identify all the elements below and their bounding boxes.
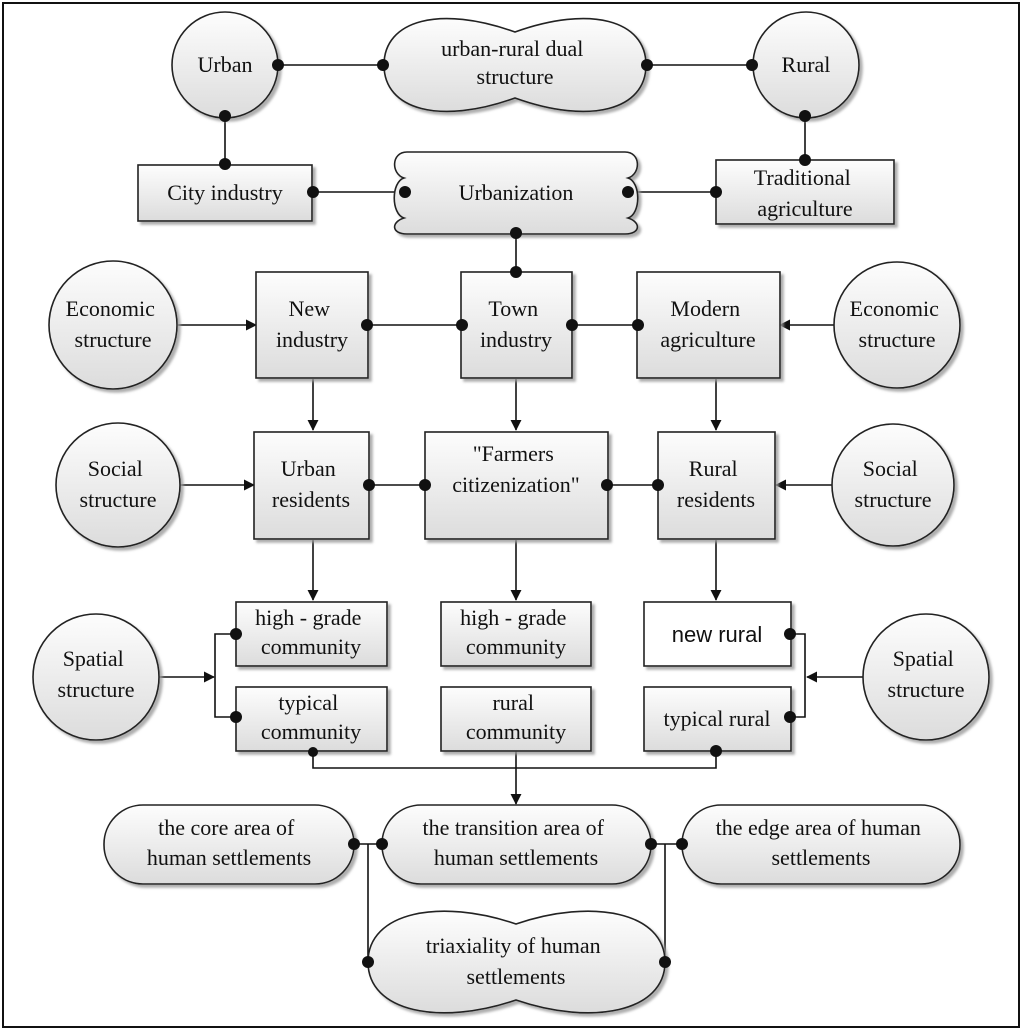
triaxiality-label: triaxiality of human settlements <box>426 933 606 989</box>
urban-residents-box <box>253 431 370 540</box>
city-industry-label: City industry <box>167 180 283 205</box>
traditional-agriculture-label: Traditional agriculture <box>754 165 856 221</box>
connection-dots <box>219 59 811 968</box>
rural-residents-label: Rural residents <box>677 456 755 512</box>
economic-structure-left-label: Economic structure <box>66 296 161 352</box>
modern-agriculture-box <box>636 271 781 379</box>
spatial-structure-right-circle <box>862 613 990 741</box>
dual-structure-label: urban-rural dual structure <box>441 36 589 89</box>
social-structure-left-circle <box>55 422 181 548</box>
dot <box>652 479 664 491</box>
rural-label: Rural <box>782 52 831 77</box>
dot <box>399 186 411 198</box>
bracket-right <box>790 633 806 718</box>
dot <box>272 59 284 71</box>
dot <box>419 479 431 491</box>
dot <box>219 110 231 122</box>
connectors <box>158 64 863 962</box>
dot <box>510 266 522 278</box>
transition-area-label: the transition area of human settlements <box>423 815 610 870</box>
dot <box>230 628 242 640</box>
typical-community-label: typical community <box>261 690 361 744</box>
social-structure-left-label: Social structure <box>80 456 157 512</box>
dot <box>622 186 634 198</box>
social-structure-right-circle <box>831 423 955 547</box>
spatial-structure-left-circle <box>32 613 160 741</box>
dot <box>510 227 522 239</box>
dot <box>799 110 811 122</box>
economic-structure-right-label: Economic structure <box>850 296 945 352</box>
dot <box>307 186 319 198</box>
farmers-citizenization-label: "Farmers citizenization" <box>452 441 579 497</box>
new-industry-box <box>255 271 369 379</box>
high-grade-community-mid-label: high - grade community <box>460 605 572 659</box>
dot <box>784 628 796 640</box>
farmers-citizenization-box <box>424 431 609 540</box>
dot <box>456 319 468 331</box>
high-grade-community-left-box <box>235 601 388 667</box>
dot <box>710 186 722 198</box>
dot <box>376 838 388 850</box>
dot <box>632 319 644 331</box>
dot <box>219 158 231 170</box>
rural-community-label: rural community <box>466 690 566 744</box>
dot <box>799 154 811 166</box>
new-rural-label: new rural <box>672 622 762 647</box>
dot <box>784 711 796 723</box>
spatial-structure-left-label: Spatial structure <box>58 646 135 702</box>
dot <box>362 956 374 968</box>
spatial-structure-right-label: Spatial structure <box>888 646 965 702</box>
typical-rural-label: typical rural <box>664 706 771 731</box>
dot <box>348 838 360 850</box>
rural-community-box <box>440 686 592 752</box>
edge-area-label: the edge area of human settlements <box>716 815 927 870</box>
dot <box>645 838 657 850</box>
urbanization-shape <box>393 151 639 235</box>
bracket-left <box>214 633 236 718</box>
economic-structure-left-circle <box>48 260 178 390</box>
dot <box>676 838 688 850</box>
economic-structure-right-circle <box>833 261 961 389</box>
dot <box>308 747 318 757</box>
dot <box>601 479 613 491</box>
dot <box>710 745 722 757</box>
dot <box>641 59 653 71</box>
urban-residents-label: Urban residents <box>272 456 350 512</box>
typical-rural-box <box>643 686 792 752</box>
high-grade-community-left-label: high - grade community <box>255 605 367 659</box>
modern-agriculture-label: Modern agriculture <box>660 296 755 352</box>
dot <box>377 59 389 71</box>
rural-residents-box <box>657 431 776 540</box>
triaxiality-shape <box>367 910 666 1014</box>
urban-label: Urban <box>198 52 253 77</box>
new-rural-box <box>643 601 792 667</box>
high-grade-community-mid-box <box>440 601 592 667</box>
collector-typical-rural <box>516 751 717 769</box>
social-structure-right-label: Social structure <box>855 456 932 512</box>
dot <box>566 319 578 331</box>
urbanization-label: Urbanization <box>459 180 574 205</box>
dot <box>659 956 671 968</box>
dot <box>363 479 375 491</box>
dot <box>361 319 373 331</box>
town-industry-label: Town industry <box>480 296 552 352</box>
labels: Urban urban-rural dual structure Rural C… <box>58 36 965 989</box>
new-industry-label: New industry <box>276 296 348 352</box>
core-area-label: the core area of human settlements <box>147 815 311 870</box>
collector-typical-community <box>312 751 516 769</box>
town-industry-box <box>460 271 573 379</box>
dot <box>746 59 758 71</box>
traditional-agriculture-box <box>715 159 895 225</box>
dot <box>230 711 242 723</box>
